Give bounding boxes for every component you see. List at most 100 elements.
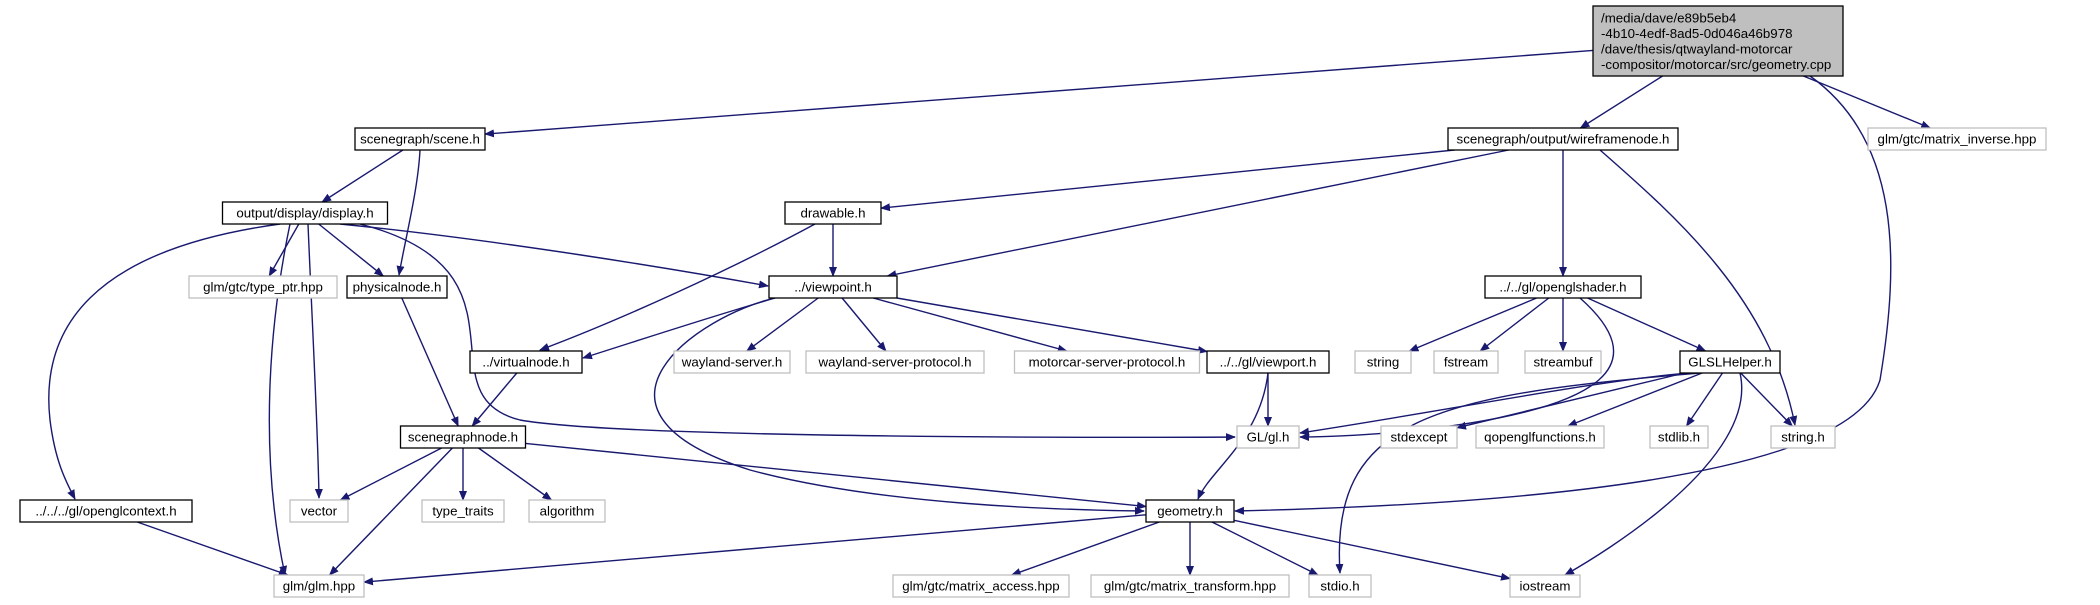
node-display[interactable]: output/display/display.h [221, 201, 389, 225]
node-box-fstream [1433, 350, 1499, 374]
node-box-glslhelper [1679, 350, 1781, 374]
node-box-matrix_inverse [1867, 127, 2047, 151]
node-label-scenegraphnode: scenegraphnode.h [408, 430, 518, 445]
edge-viewpoint-to-viewport [896, 297, 1208, 354]
node-openglshader[interactable]: ../../gl/openglshader.h [1484, 275, 1642, 299]
node-geometry[interactable]: geometry.h [1145, 499, 1235, 523]
node-string: string [1354, 350, 1412, 374]
node-viewport[interactable]: ../../gl/viewport.h [1206, 350, 1330, 374]
edge-glslhelper-to-iostream [1564, 372, 1743, 576]
edge-openglcontext-to-glm_hpp [136, 521, 289, 576]
node-physicalnode[interactable]: physicalnode.h [346, 275, 448, 299]
node-label-virtualnode: ../virtualnode.h [482, 355, 569, 370]
edge-root-to-wireframenode [1579, 75, 1663, 129]
node-drawable[interactable]: drawable.h [784, 201, 882, 225]
edge-display-to-vector [307, 223, 323, 499]
node-box-string [1354, 350, 1412, 374]
file-nodes: /media/dave/e89b5eb4-4b10-4edf-8ad5-0d04… [19, 5, 2047, 598]
node-box-vector [289, 499, 349, 523]
node-label-string_h: string.h [1781, 430, 1825, 445]
node-virtualnode[interactable]: ../virtualnode.h [469, 350, 583, 374]
node-box-qopenglfunctions [1475, 425, 1605, 449]
dependency-edges [48, 49, 1932, 586]
edge-viewpoint-to-wayland_server_protocol [841, 297, 887, 352]
node-box-motorcar_server_protocol [1013, 350, 1201, 374]
node-matrix_transform: glm/gtc/matrix_transform.hpp [1090, 574, 1290, 598]
node-openglcontext[interactable]: ../../../gl/openglcontext.h [19, 499, 193, 523]
node-type_traits: type_traits [421, 499, 505, 523]
edge-display-to-glm_hpp [268, 223, 291, 576]
edge-glslhelper-to-qopenglfunctions [1566, 372, 1703, 427]
node-label-scene: scenegraph/scene.h [360, 132, 480, 147]
node-wayland_server_protocol: wayland-server-protocol.h [805, 350, 985, 374]
node-fstream: fstream [1433, 350, 1499, 374]
node-label-motorcar_server_protocol: motorcar-server-protocol.h [1029, 355, 1186, 370]
edge-virtualnode-to-scenegraphnode [471, 372, 518, 427]
node-label-glslhelper: GLSLHelper.h [1688, 355, 1772, 370]
node-wayland_server: wayland-server.h [673, 350, 791, 374]
edge-openglshader-to-string [1408, 297, 1537, 352]
node-label-root-1: -4b10-4edf-8ad5-0d046a46b978 [1601, 26, 1793, 41]
edge-scenegraphnode-to-algorithm [478, 447, 553, 501]
node-string_h: string.h [1770, 425, 1836, 449]
node-box-algorithm [528, 499, 606, 523]
node-label-iostream: iostream [1520, 579, 1571, 594]
node-box-matrix_access [892, 574, 1070, 598]
edge-wireframenode-to-viewpoint [886, 149, 1509, 279]
node-box-stdexcept [1380, 425, 1458, 449]
node-stdexcept: stdexcept [1380, 425, 1458, 449]
edge-physicalnode-to-scenegraphnode [401, 297, 459, 427]
edge-viewpoint-to-motorcar_server_protocol [873, 297, 1068, 353]
node-box-gl_h [1236, 425, 1300, 449]
node-box-wayland_server [673, 350, 791, 374]
node-wireframenode[interactable]: scenegraph/output/wireframenode.h [1447, 127, 1679, 151]
node-scene[interactable]: scenegraph/scene.h [354, 127, 486, 151]
node-label-geometry: geometry.h [1157, 504, 1223, 519]
edge-glslhelper-to-stdlib [1685, 372, 1724, 427]
node-label-glm_hpp: glm/glm.hpp [283, 579, 355, 594]
node-label-type_traits: type_traits [432, 504, 494, 519]
edge-glslhelper-to-gl_h [1299, 372, 1691, 436]
node-streambuf: streambuf [1524, 350, 1602, 374]
node-algorithm: algorithm [528, 499, 606, 523]
node-box-iostream [1509, 574, 1581, 598]
node-viewpoint[interactable]: ../viewpoint.h [768, 275, 898, 299]
node-label-root-2: /dave/thesis/qtwayland-motorcar [1601, 41, 1793, 56]
node-iostream: iostream [1509, 574, 1581, 598]
edge-wireframenode-to-drawable [880, 149, 1455, 212]
node-glslhelper[interactable]: GLSLHelper.h [1679, 350, 1781, 374]
node-root[interactable]: /media/dave/e89b5eb4-4b10-4edf-8ad5-0d04… [1592, 5, 1844, 77]
node-label-stdlib: stdlib.h [1658, 430, 1700, 445]
node-box-glm_hpp [273, 574, 365, 598]
node-scenegraphnode[interactable]: scenegraphnode.h [399, 425, 527, 449]
edge-viewpoint-to-geometry [653, 297, 1145, 515]
edge-openglshader-to-fstream [1479, 297, 1550, 352]
node-qopenglfunctions: qopenglfunctions.h [1475, 425, 1605, 449]
node-label-matrix_inverse: glm/gtc/matrix_inverse.hpp [1878, 132, 2037, 147]
edge-glslhelper-to-stdexcept [1456, 372, 1685, 430]
node-box-type_traits [421, 499, 505, 523]
node-label-streambuf: streambuf [1533, 355, 1592, 370]
node-type_ptr: glm/gtc/type_ptr.hpp [188, 275, 338, 299]
node-stdio: stdio.h [1308, 574, 1372, 598]
node-box-type_ptr [188, 275, 338, 299]
node-label-display: output/display/display.h [236, 206, 373, 221]
edge-root-to-matrix_inverse [1803, 75, 1932, 129]
edge-drawable-to-virtualnode [539, 223, 816, 351]
node-label-wireframenode: scenegraph/output/wireframenode.h [1457, 132, 1670, 147]
node-label-qopenglfunctions: qopenglfunctions.h [1484, 430, 1596, 445]
node-box-physicalnode [346, 275, 448, 299]
edge-scene-to-physicalnode [396, 149, 421, 276]
node-glm_hpp: glm/glm.hpp [273, 574, 365, 598]
node-label-physicalnode: physicalnode.h [353, 280, 442, 295]
node-label-type_ptr: glm/gtc/type_ptr.hpp [203, 280, 323, 295]
node-box-wireframenode [1447, 127, 1679, 151]
node-label-gl_h: GL/gl.h [1247, 430, 1290, 445]
node-label-wayland_server_protocol: wayland-server-protocol.h [818, 355, 972, 370]
node-box-openglcontext [19, 499, 193, 523]
node-box-wayland_server_protocol [805, 350, 985, 374]
edge-display-to-gl_h [359, 223, 1236, 442]
node-box-openglshader [1484, 275, 1642, 299]
node-motorcar_server_protocol: motorcar-server-protocol.h [1013, 350, 1201, 374]
